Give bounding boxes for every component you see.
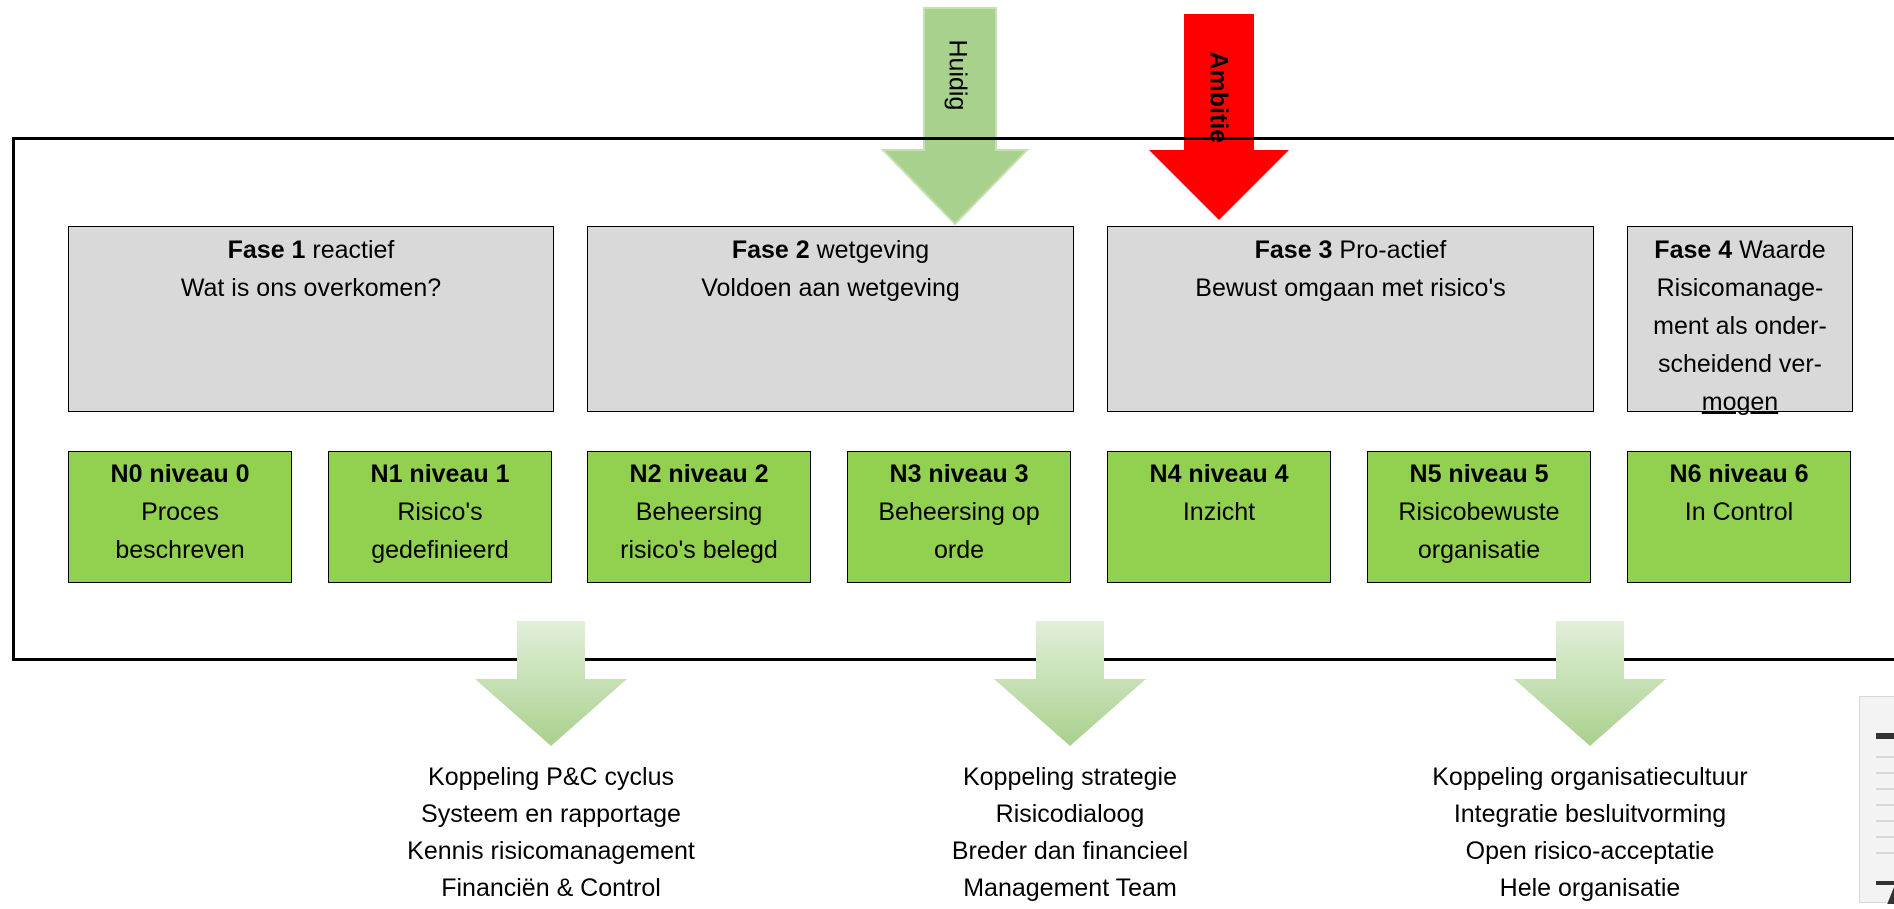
level-description: Inzicht [1182, 498, 1256, 526]
phase-subtitle: reactief [305, 236, 395, 264]
list-item: Financiën & Control [441, 874, 661, 902]
level-description: Beheersing [635, 498, 763, 526]
document-thumbnail [1859, 696, 1894, 907]
phase-description: Risicomanage- [1656, 274, 1824, 302]
outcome-arrow-3 [1514, 621, 1666, 746]
phase-2-box: Fase 2 wetgeving Voldoen aan wetgeving [587, 226, 1074, 412]
level-0-box: N0 niveau 0 Proces beschreven [68, 451, 292, 583]
phase-description: Bewust omgaan met risico's [1195, 274, 1506, 302]
level-title: N0 niveau 0 [110, 460, 250, 488]
phase-description: mogen [1701, 388, 1779, 416]
phase-subtitle: Waarde [1732, 236, 1826, 264]
list-item: Integratie besluitvorming [1453, 800, 1727, 828]
level-description: Risicobewuste [1398, 498, 1560, 526]
level-description: Beheersing op [878, 498, 1040, 526]
outcome-list-1: Koppeling P&C cyclus Systeem en rapporta… [401, 759, 701, 907]
outcome-list-2: Koppeling strategie Risicodialoog Breder… [920, 759, 1220, 907]
list-item: Systeem en rapportage [421, 800, 681, 828]
level-4-box: N4 niveau 4 Inzicht [1107, 451, 1331, 583]
phase-description: scheidend ver- [1658, 350, 1822, 378]
phase-description: ment als onder- [1653, 312, 1827, 340]
outcome-arrow-2 [994, 621, 1146, 746]
thumbnail-lines-icon [1876, 733, 1894, 907]
level-5-box: N5 niveau 5 Risicobewuste organisatie [1367, 451, 1591, 583]
outcome-arrow-1 [475, 621, 627, 746]
list-item: Hele organisatie [1499, 874, 1681, 902]
list-item: Koppeling strategie [962, 763, 1178, 791]
list-item: Koppeling P&C cyclus [428, 763, 674, 791]
phase-1-box: Fase 1 reactief Wat is ons overkomen? [68, 226, 554, 412]
level-title: N2 niveau 2 [629, 460, 769, 488]
level-2-box: N2 niveau 2 Beheersing risico's belegd [587, 451, 811, 583]
outcome-list-3: Koppeling organisatiecultuur Integratie … [1410, 759, 1770, 907]
current-marker-label: Huidig [943, 39, 972, 111]
list-item: Breder dan financieel [951, 837, 1189, 865]
level-title: N4 niveau 4 [1149, 460, 1289, 488]
ambition-marker-label: Ambitie [1204, 51, 1233, 144]
level-title: N3 niveau 3 [889, 460, 1029, 488]
level-1-box: N1 niveau 1 Risico's gedefinieerd [328, 451, 552, 583]
list-item: Risicodialoog [995, 800, 1145, 828]
phase-3-box: Fase 3 Pro-actief Bewust omgaan met risi… [1107, 226, 1594, 412]
level-6-box: N6 niveau 6 In Control [1627, 451, 1851, 583]
list-item: Management Team [963, 874, 1177, 902]
phase-description: Wat is ons overkomen? [180, 274, 442, 302]
level-description: gedefinieerd [371, 536, 509, 564]
level-title: N5 niveau 5 [1409, 460, 1549, 488]
level-description: orde [933, 536, 985, 564]
maturity-model-frame [12, 137, 1894, 661]
phase-subtitle: wetgeving [809, 236, 930, 264]
level-title: N6 niveau 6 [1669, 460, 1809, 488]
phase-title: Fase 1 [227, 236, 306, 264]
level-description: beschreven [115, 536, 245, 564]
level-description: Proces [141, 498, 219, 526]
phase-4-box: Fase 4 Waarde Risicomanage- ment als ond… [1627, 226, 1853, 416]
phase-title: Fase 2 [731, 236, 810, 264]
list-item: Koppeling organisatiecultuur [1432, 763, 1748, 791]
level-3-box: N3 niveau 3 Beheersing op orde [847, 451, 1071, 583]
list-item: Kennis risicomanagement [407, 837, 695, 865]
list-item: Open risico-acceptatie [1465, 837, 1715, 865]
phase-subtitle: Pro-actief [1332, 236, 1447, 264]
level-description: Risico's [397, 498, 483, 526]
level-description: In Control [1684, 498, 1794, 526]
phase-title: Fase 3 [1254, 236, 1333, 264]
current-marker-arrow [880, 7, 1030, 226]
phase-description: Voldoen aan wetgeving [701, 274, 960, 302]
level-title: N1 niveau 1 [370, 460, 510, 488]
level-description: risico's belegd [620, 536, 778, 564]
phase-title: Fase 4 [1654, 236, 1733, 264]
level-description: organisatie [1417, 536, 1541, 564]
ambition-marker-arrow [1149, 14, 1289, 220]
